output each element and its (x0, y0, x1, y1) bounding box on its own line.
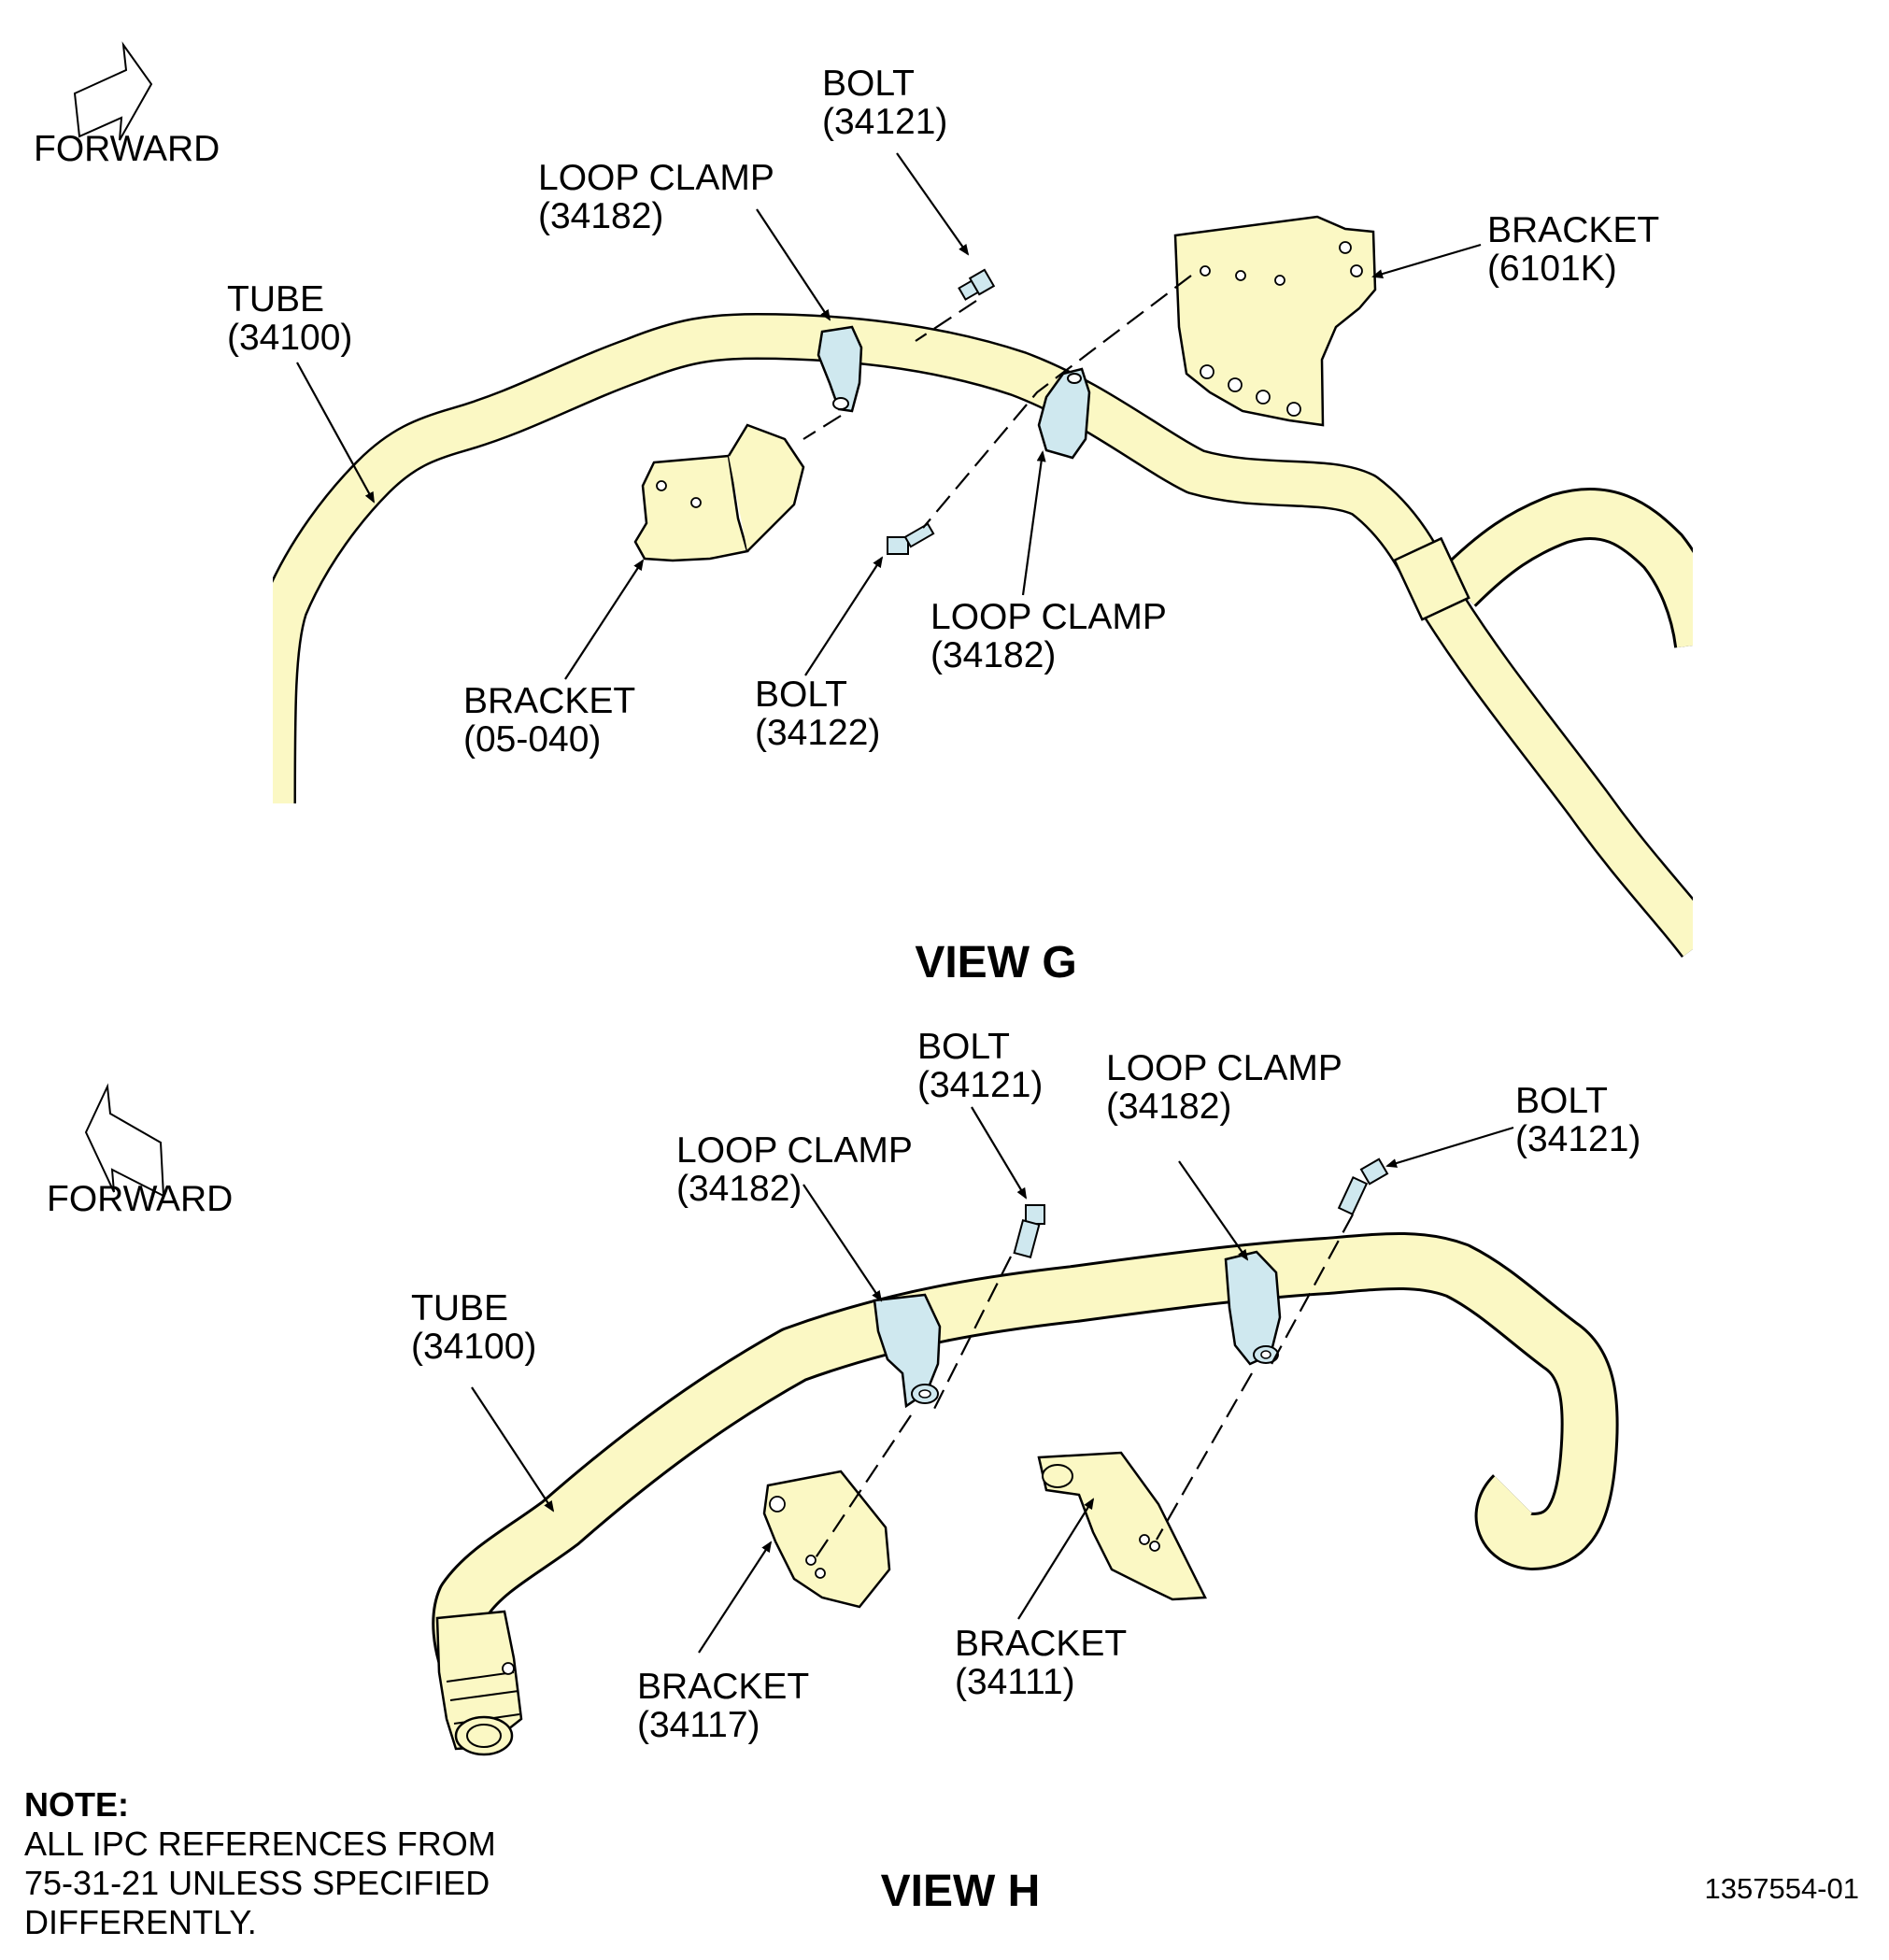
leader-line (296, 362, 375, 504)
leader-line (756, 208, 831, 321)
centerline (915, 300, 977, 342)
view-g-title: VIEW G (915, 938, 1076, 987)
leader-line (1021, 450, 1046, 596)
forward-arrow-icon (73, 41, 153, 141)
leader-line (802, 1184, 883, 1302)
leader-line (564, 559, 645, 680)
tube-34100 (249, 313, 1726, 959)
label-bracket-05-040: BRACKET (463, 681, 635, 721)
label-loop-clamp-2-ref: (34182) (676, 1169, 802, 1209)
label-bolt-34121-ref: (34121) (822, 102, 947, 142)
label-bolt-34121-ref: (34121) (917, 1065, 1043, 1105)
tube-end-fitting (435, 1610, 523, 1756)
label-bracket-34117: BRACKET (637, 1667, 809, 1707)
tube-34100 (432, 1232, 1619, 1684)
view-h-title: VIEW H (881, 1867, 1041, 1916)
bracket-34111 (1037, 1451, 1207, 1601)
label-loop-clamp-ref: (34182) (538, 196, 663, 236)
leader-line (1371, 243, 1482, 278)
leader-line (698, 1541, 773, 1654)
note-line: DIFFERENTLY. (24, 1903, 257, 1941)
label-bolt-34121-2: BOLT (1515, 1081, 1608, 1121)
bolt-34121-right (1337, 1158, 1389, 1216)
forward-label: FORWARD (34, 129, 220, 169)
bolt-34122 (887, 522, 935, 555)
label-loop-clamp-ref: (34182) (1106, 1087, 1231, 1127)
view-h: FORWARD BOLT (34121) LOOP CLAMP (34182) … (47, 1027, 1640, 1916)
label-bolt-34122: BOLT (755, 675, 847, 715)
note-block: NOTE: ALL IPC REFERENCES FROM 75-31-21 U… (24, 1785, 496, 1941)
label-loop-clamp-2: LOOP CLAMP (930, 597, 1167, 637)
label-loop-clamp-2: LOOP CLAMP (676, 1130, 913, 1171)
forward-arrow-icon (84, 1083, 165, 1198)
label-loop-clamp: LOOP CLAMP (538, 158, 774, 198)
centerline (802, 415, 842, 440)
label-bracket-34117-ref: (34117) (637, 1705, 760, 1745)
bracket-05-040 (633, 423, 805, 562)
note-line: 75-31-21 UNLESS SPECIFIED (24, 1864, 490, 1902)
label-loop-clamp-2-ref: (34182) (930, 635, 1056, 675)
label-tube-ref: (34100) (227, 318, 352, 358)
note-line: ALL IPC REFERENCES FROM (24, 1825, 496, 1863)
label-bracket-34111: BRACKET (955, 1624, 1127, 1664)
leader-line (1385, 1126, 1514, 1168)
label-tube-ref: (34100) (411, 1327, 536, 1367)
bolt-34121 (958, 268, 996, 301)
leader-line (1017, 1498, 1095, 1620)
loop-clamp-34182-right (1037, 367, 1091, 460)
label-bolt-34121: BOLT (822, 64, 915, 104)
centerline (922, 275, 1192, 529)
view-g: FORWARD BOLT (34121) LOOP CLAMP (34182) … (0, 41, 1889, 990)
loop-clamp-34182-left (873, 1293, 942, 1409)
label-bracket-34111-ref: (34111) (955, 1662, 1075, 1702)
leader-line (971, 1106, 1028, 1200)
bracket-6101k (1173, 215, 1377, 427)
forward-label: FORWARD (47, 1179, 233, 1219)
centerline (1156, 1372, 1253, 1541)
label-bolt-34121: BOLT (917, 1027, 1010, 1067)
label-bolt-34122-ref: (34122) (755, 713, 880, 753)
leader-line (1178, 1160, 1249, 1261)
label-bolt-34121-2-ref: (34121) (1515, 1119, 1640, 1159)
loop-clamp-34182-right (1224, 1250, 1282, 1366)
leader-line (804, 556, 884, 676)
label-tube: TUBE (227, 279, 324, 320)
label-bracket-05-040-ref: (05-040) (463, 719, 601, 760)
centerline (810, 1414, 912, 1566)
leader-line (896, 152, 970, 256)
label-bracket-6101k: BRACKET (1487, 210, 1659, 250)
note-heading: NOTE: (24, 1785, 129, 1824)
loop-clamp-34182-left (817, 325, 863, 413)
bracket-34117 (762, 1470, 891, 1609)
label-bracket-6101k-ref: (6101K) (1487, 249, 1617, 289)
bolt-34121-left (1013, 1204, 1045, 1258)
drawing-number: 1357554-01 (1705, 1872, 1860, 1905)
leader-line (471, 1386, 555, 1513)
label-tube: TUBE (411, 1288, 508, 1328)
label-loop-clamp: LOOP CLAMP (1106, 1048, 1342, 1088)
